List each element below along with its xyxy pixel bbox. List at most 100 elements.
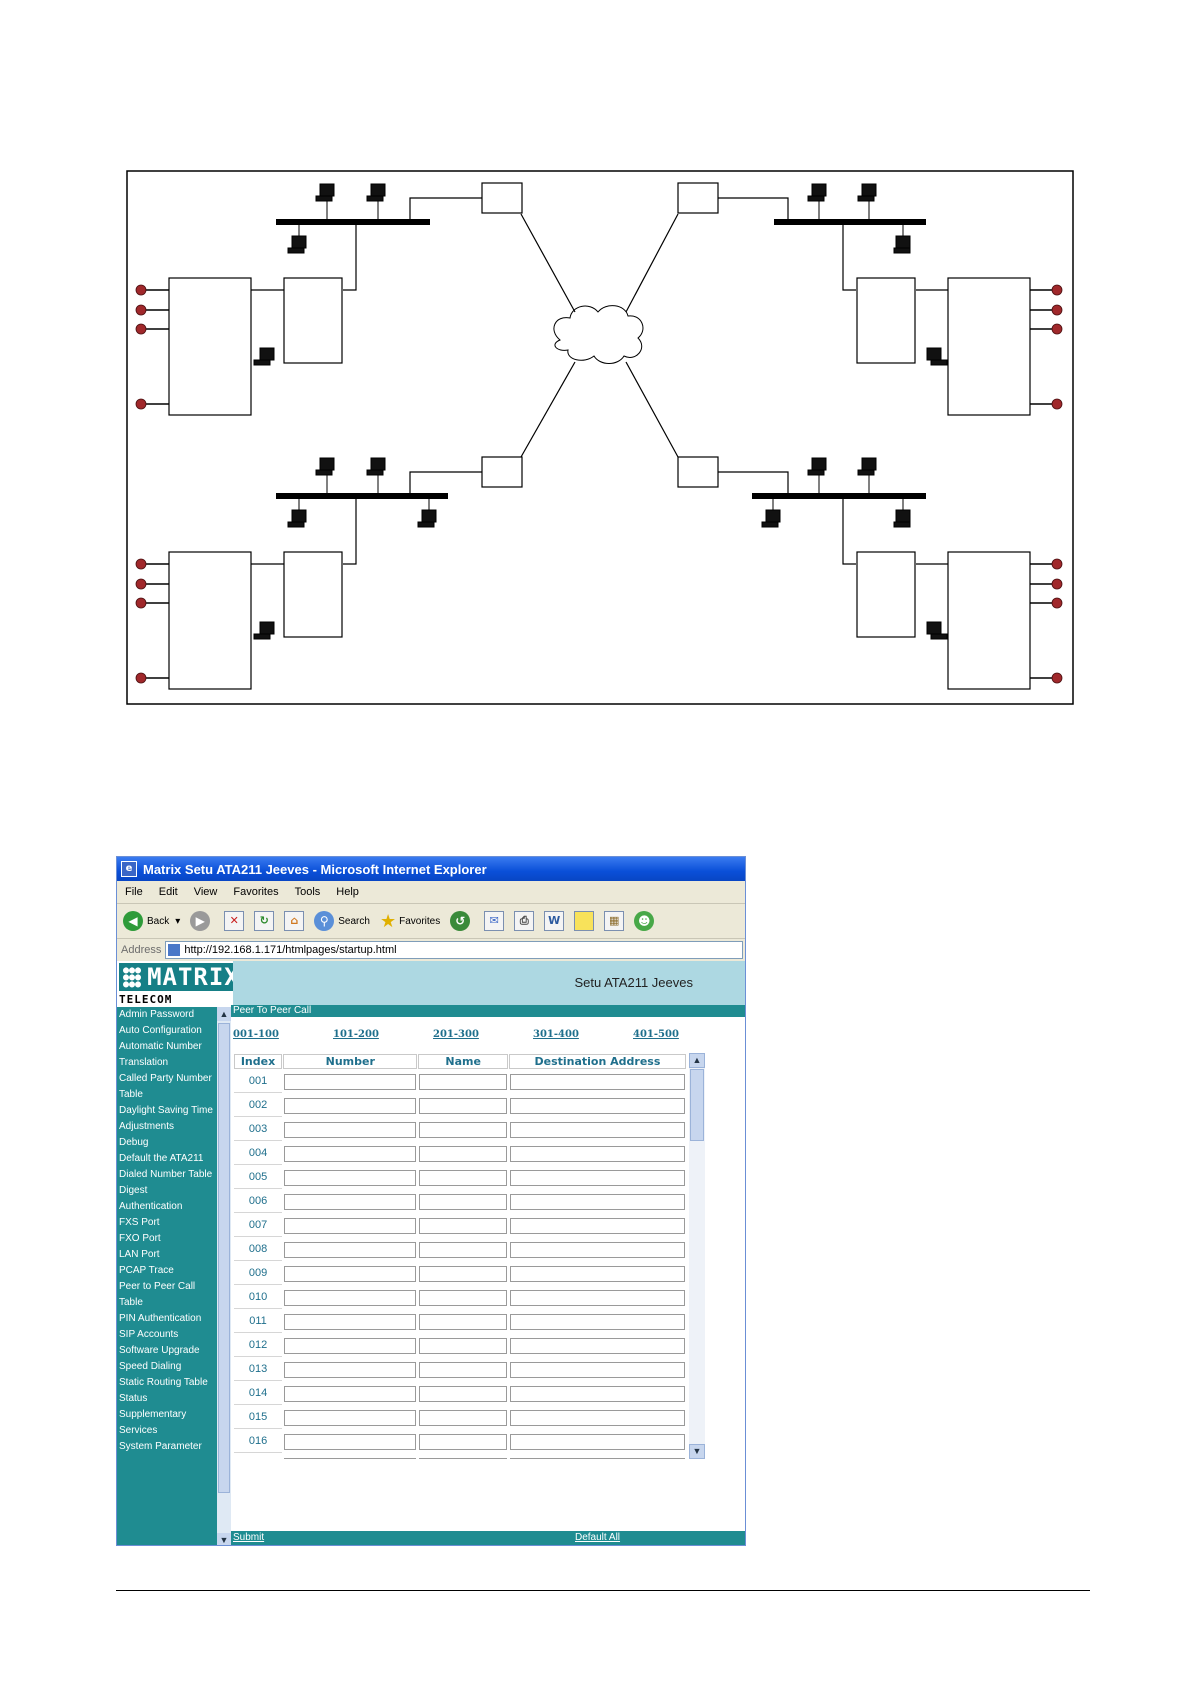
history-button[interactable]: ↺ <box>450 911 474 931</box>
name-input[interactable] <box>419 1313 507 1330</box>
number-input[interactable] <box>284 1097 417 1114</box>
number-input[interactable] <box>284 1217 417 1234</box>
number-input[interactable] <box>284 1409 417 1426</box>
search-button[interactable]: ⚲ Search <box>314 911 370 931</box>
sidebar-item[interactable]: PCAP Trace <box>119 1265 174 1276</box>
sidebar-item[interactable]: Static Routing Table <box>119 1377 208 1388</box>
menu-file[interactable]: File <box>125 886 143 898</box>
chevron-down-icon[interactable]: ▾ <box>175 915 181 927</box>
submit-link[interactable]: Submit <box>233 1532 265 1543</box>
destination-address-input[interactable] <box>509 1289 685 1306</box>
edit-button[interactable]: W <box>544 911 565 931</box>
sidebar-item[interactable]: Auto Configuration <box>119 1025 202 1036</box>
number-input[interactable] <box>284 1361 417 1378</box>
sidebar-item[interactable]: Digest <box>119 1185 148 1196</box>
sidebar-item[interactable]: Software Upgrade <box>119 1345 200 1356</box>
scroll-down-icon[interactable]: ▼ <box>217 1533 231 1545</box>
name-input[interactable] <box>419 1193 507 1210</box>
sidebar-item[interactable]: Authentication <box>119 1201 183 1212</box>
sidebar-item[interactable]: Table <box>119 1297 143 1308</box>
name-input[interactable] <box>419 1265 507 1282</box>
name-input[interactable] <box>419 1145 507 1162</box>
refresh-button[interactable]: ↻ <box>254 911 275 931</box>
name-input[interactable] <box>419 1217 507 1234</box>
favorites-button[interactable]: ★ Favorites <box>379 910 441 931</box>
destination-address-input[interactable] <box>509 1241 685 1258</box>
forward-button[interactable]: ▶ <box>190 911 214 931</box>
scroll-down-icon[interactable]: ▼ <box>689 1444 705 1459</box>
discuss-button[interactable] <box>574 911 595 931</box>
destination-address-input[interactable] <box>509 1457 685 1459</box>
sidebar-item[interactable]: FXS Port <box>119 1217 160 1228</box>
sidebar-item[interactable]: Automatic Number <box>119 1041 202 1052</box>
stop-button[interactable]: ✕ <box>224 911 245 931</box>
default-all-link[interactable]: Default All <box>575 1532 621 1543</box>
name-input[interactable] <box>419 1097 507 1114</box>
scroll-thumb[interactable] <box>218 1023 230 1493</box>
number-input[interactable] <box>284 1193 417 1210</box>
number-input[interactable] <box>284 1241 417 1258</box>
sidebar-item[interactable]: PIN Authentication <box>119 1313 202 1324</box>
destination-address-input[interactable] <box>509 1409 685 1426</box>
print-button[interactable]: ⎙ <box>514 911 535 931</box>
research-button[interactable]: ▦ <box>604 911 625 931</box>
sidebar-item[interactable]: Translation <box>119 1057 169 1068</box>
sidebar-item[interactable]: Peer to Peer Call <box>119 1281 196 1292</box>
sidebar-item[interactable]: Admin Password <box>119 1009 195 1020</box>
destination-address-input[interactable] <box>509 1193 685 1210</box>
sidebar-item[interactable]: Dialed Number Table <box>119 1169 213 1180</box>
menu-help[interactable]: Help <box>336 886 359 898</box>
name-input[interactable] <box>419 1241 507 1258</box>
number-input[interactable] <box>284 1385 417 1402</box>
name-input[interactable] <box>419 1073 507 1090</box>
destination-address-input[interactable] <box>509 1337 685 1354</box>
back-button[interactable]: ◀ Back ▾ <box>123 911 180 931</box>
destination-address-input[interactable] <box>509 1145 685 1162</box>
destination-address-input[interactable] <box>509 1313 685 1330</box>
address-input[interactable]: http://192.168.1.171/htmlpages/startup.h… <box>165 941 743 959</box>
name-input[interactable] <box>419 1337 507 1354</box>
destination-address-input[interactable] <box>509 1097 685 1114</box>
destination-address-input[interactable] <box>509 1121 685 1138</box>
number-input[interactable] <box>284 1145 417 1162</box>
sidebar-scrollbar[interactable]: ▲ ▼ <box>217 1007 231 1545</box>
scroll-up-icon[interactable]: ▲ <box>217 1007 231 1021</box>
number-input[interactable] <box>284 1433 417 1450</box>
number-input[interactable] <box>284 1313 417 1330</box>
menu-view[interactable]: View <box>193 886 218 898</box>
sidebar-item[interactable]: Debug <box>119 1137 149 1148</box>
sidebar-item[interactable]: System Parameter <box>119 1441 202 1452</box>
menu-edit[interactable]: Edit <box>158 886 178 898</box>
name-input[interactable] <box>419 1457 507 1459</box>
range-link-001-100[interactable]: 001-100 <box>233 1029 279 1040</box>
number-input[interactable] <box>284 1289 417 1306</box>
sidebar-item[interactable]: Daylight Saving Time <box>119 1105 213 1116</box>
name-input[interactable] <box>419 1121 507 1138</box>
sidebar-item[interactable]: Supplementary <box>119 1409 187 1420</box>
range-link-401-500[interactable]: 401-500 <box>633 1029 679 1040</box>
mail-button[interactable]: ✉ <box>484 911 505 931</box>
destination-address-input[interactable] <box>509 1433 685 1450</box>
number-input[interactable] <box>284 1457 417 1459</box>
sidebar-item[interactable]: Default the ATA211 <box>119 1153 204 1164</box>
sidebar-item[interactable]: Status <box>119 1393 148 1404</box>
destination-address-input[interactable] <box>509 1073 685 1090</box>
name-input[interactable] <box>419 1433 507 1450</box>
number-input[interactable] <box>284 1169 417 1186</box>
scroll-up-icon[interactable]: ▲ <box>689 1053 705 1068</box>
number-input[interactable] <box>284 1121 417 1138</box>
sidebar-item[interactable]: Speed Dialing <box>119 1361 182 1372</box>
range-link-301-400[interactable]: 301-400 <box>533 1029 579 1040</box>
destination-address-input[interactable] <box>509 1217 685 1234</box>
messenger-button[interactable]: ☻ <box>634 911 658 931</box>
home-button[interactable]: ⌂ <box>284 911 305 931</box>
number-input[interactable] <box>284 1073 417 1090</box>
number-input[interactable] <box>284 1265 417 1282</box>
scroll-thumb[interactable] <box>690 1069 704 1141</box>
range-link-101-200[interactable]: 101-200 <box>333 1029 379 1040</box>
sidebar-item[interactable]: LAN Port <box>119 1249 160 1260</box>
name-input[interactable] <box>419 1289 507 1306</box>
name-input[interactable] <box>419 1361 507 1378</box>
destination-address-input[interactable] <box>509 1385 685 1402</box>
destination-address-input[interactable] <box>509 1265 685 1282</box>
